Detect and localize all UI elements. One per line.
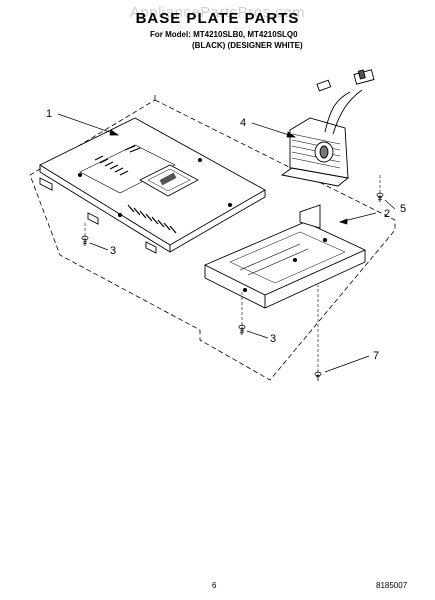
leader-lines: [57, 113, 396, 373]
page-title: BASE PLATE PARTS: [135, 10, 300, 27]
callout-1: 1: [46, 108, 53, 120]
callout-7: 7: [373, 350, 380, 362]
variants-line: (BLACK) (DESIGNER WHITE): [192, 41, 303, 50]
mounting-bracket: [203, 204, 367, 309]
assembly-lines: [84, 175, 381, 372]
callout-3b: 3: [270, 333, 277, 345]
callout-5: 5: [400, 203, 407, 215]
watermark: AppliancePartsPros.com: [129, 4, 306, 21]
callout-2: 2: [384, 208, 391, 220]
callout-3a: 3: [110, 245, 117, 257]
callout-4: 4: [240, 117, 247, 129]
screw-7: [314, 371, 322, 381]
screw-3a: [81, 235, 89, 246]
transformer: [280, 69, 375, 187]
base-plate: [39, 117, 266, 254]
document-number: 8185007: [376, 581, 408, 590]
screw-3b: [238, 324, 246, 335]
screw-5: [376, 192, 384, 202]
model-line: For Model: MT4210SLB0, MT4210SLQ0: [150, 30, 298, 39]
page-number: 6: [212, 581, 217, 590]
assembly-outline: [29, 92, 396, 381]
